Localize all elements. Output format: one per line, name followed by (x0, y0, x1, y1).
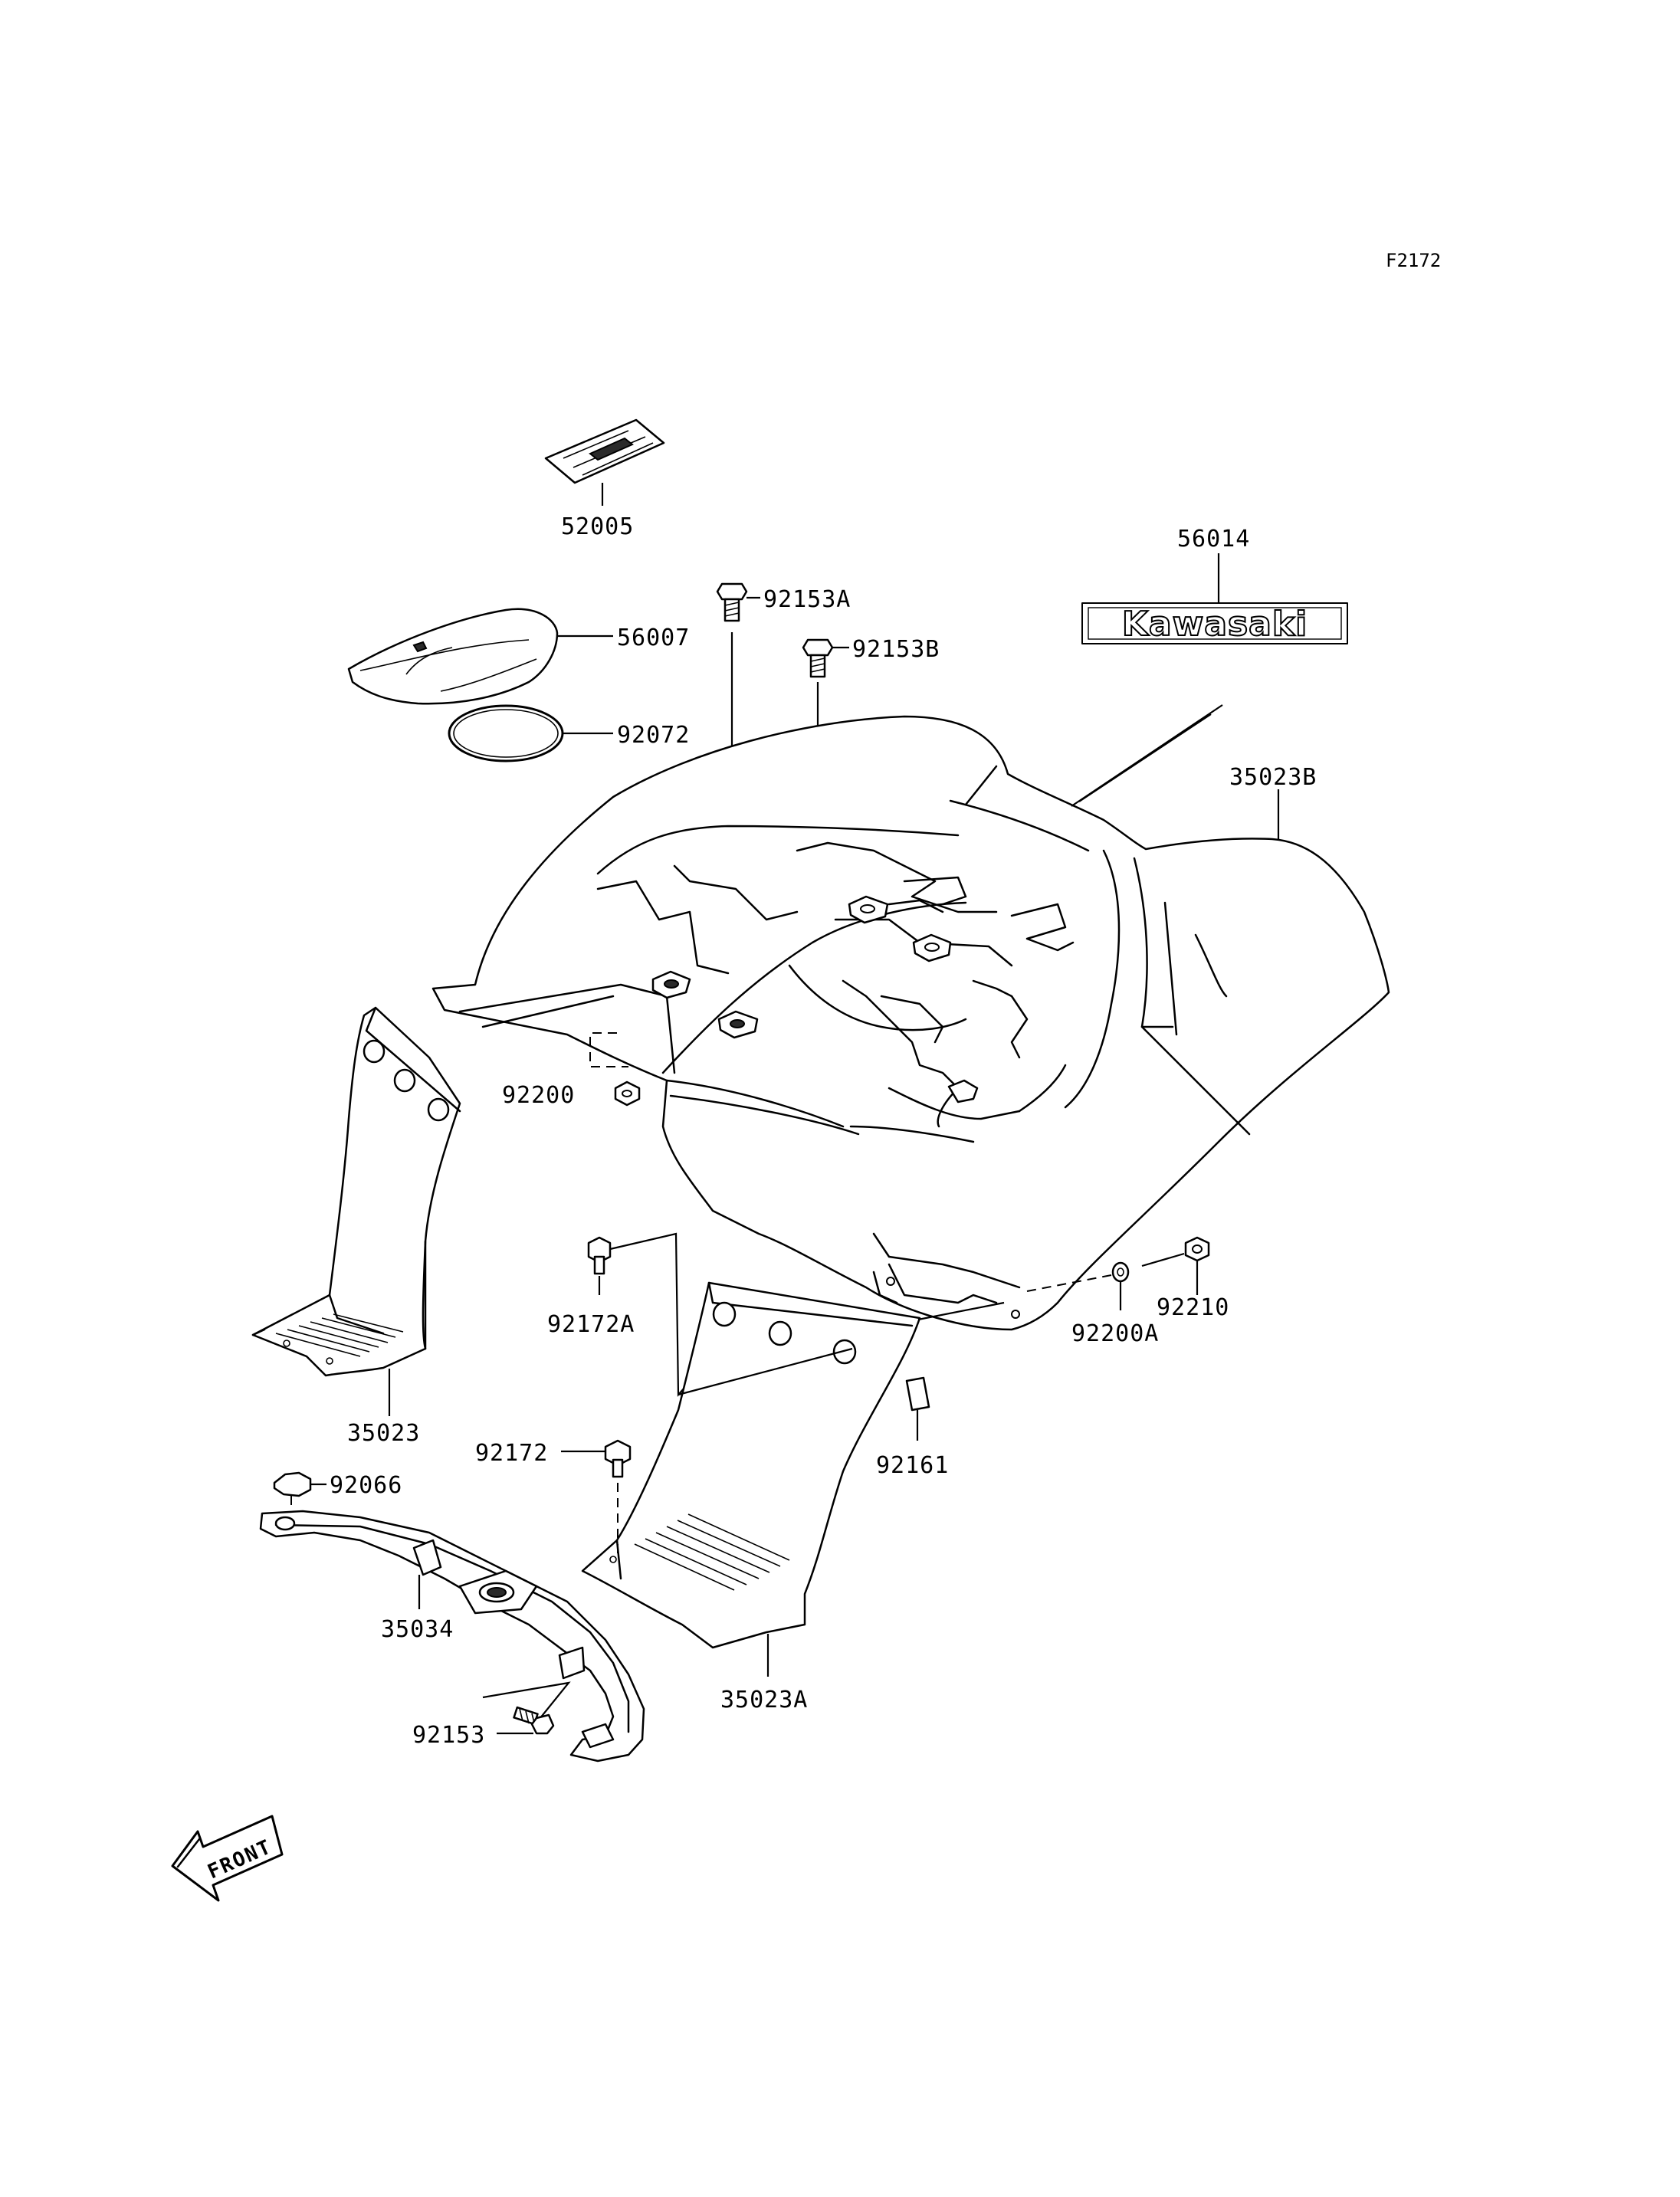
fender-boss-4 (912, 933, 952, 962)
label-92072: 92072 (617, 722, 690, 749)
label-92066: 92066 (330, 1472, 402, 1499)
nut-92210 (1141, 1236, 1210, 1295)
part-52005-pad (544, 418, 665, 506)
nut-92200 (589, 1032, 641, 1107)
label-52005: 52005 (561, 513, 634, 540)
fender-boss-2 (717, 1010, 759, 1039)
part-35034-bracket (259, 1510, 645, 1763)
bolt-92153 (497, 1706, 555, 1735)
label-35034: 35034 (381, 1616, 454, 1643)
label-92172A: 92172A (547, 1311, 635, 1338)
part-35023A-right-mudflap (581, 1281, 1005, 1677)
fender-boss-1 (651, 970, 691, 999)
label-92161: 92161 (876, 1452, 949, 1479)
figure-code: F2172 (1386, 250, 1441, 271)
cap-92066 (273, 1471, 326, 1519)
label-92153: 92153 (412, 1722, 485, 1749)
pad-92161 (905, 1376, 930, 1441)
label-92200A: 92200A (1071, 1320, 1159, 1347)
part-92072-ring (448, 704, 613, 762)
label-35023B: 35023B (1229, 764, 1317, 791)
label-35023A: 35023A (720, 1687, 808, 1713)
front-direction-arrow: FRONT (171, 1815, 284, 1902)
part-56007-cover (347, 608, 613, 705)
label-92200: 92200 (502, 1082, 575, 1109)
part-35023B-rear-fender (431, 704, 1390, 1331)
label-92153B: 92153B (852, 636, 940, 663)
label-56007: 56007 (617, 625, 690, 651)
part-56014-kawasaki-decal: Kawasaki (1081, 553, 1348, 644)
label-56014: 56014 (1177, 526, 1250, 553)
label-92172: 92172 (475, 1440, 548, 1467)
screw-92172 (561, 1439, 632, 1556)
label-35023: 35023 (347, 1420, 420, 1447)
fender-boss-3 (848, 895, 889, 924)
part-35023-left-mudflap (251, 1006, 461, 1416)
label-92210: 92210 (1157, 1294, 1229, 1321)
washer-92200A (1026, 1261, 1130, 1310)
kawasaki-logo-text: Kawasaki (1122, 605, 1308, 644)
fender-boss-5 (947, 1079, 979, 1103)
label-92153A: 92153A (763, 586, 851, 613)
